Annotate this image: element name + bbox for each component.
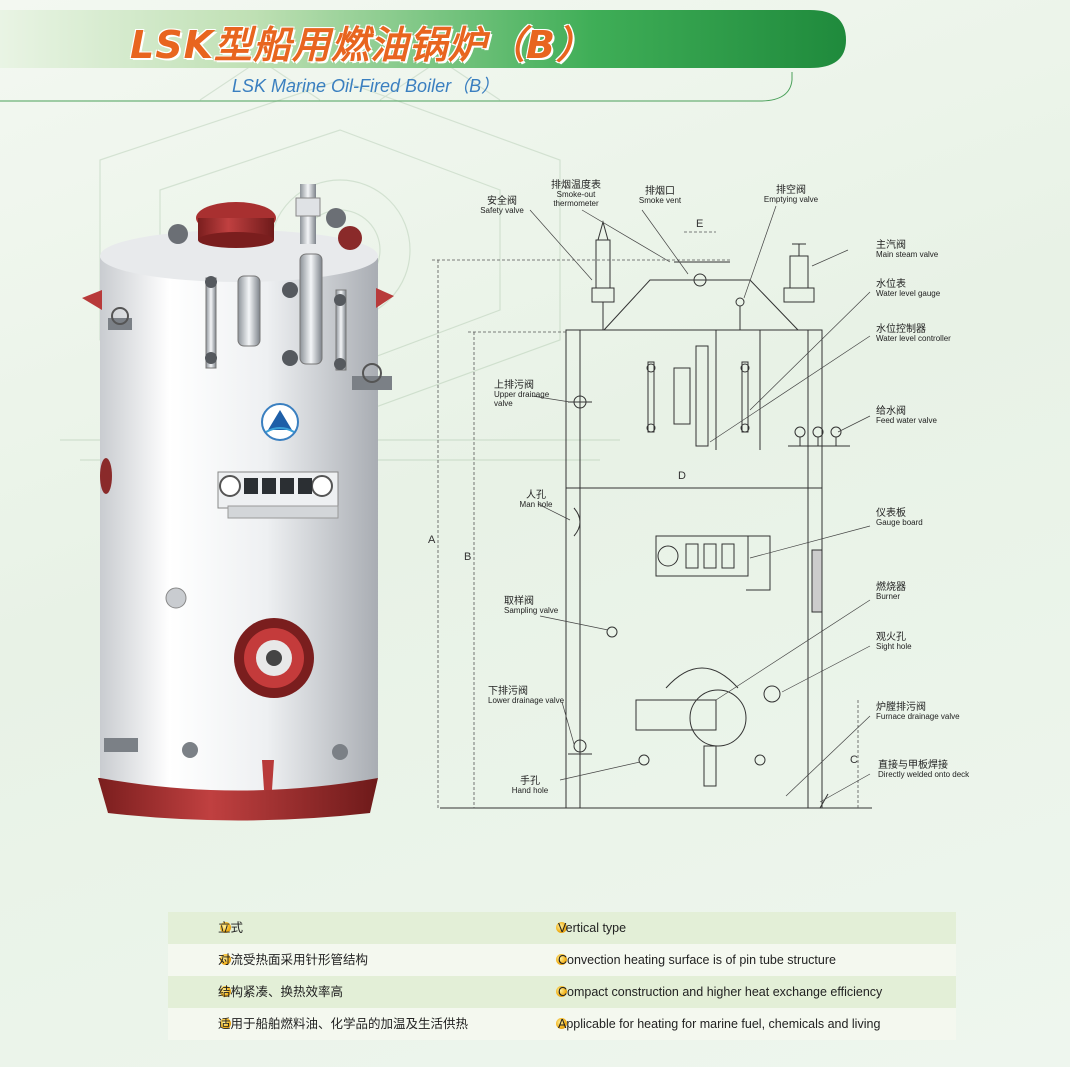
label-welded-deck: 直接与甲板焊接 Directly welded onto deck <box>878 760 970 779</box>
feature-en: Convection heating surface is of pin tub… <box>558 953 836 967</box>
boiler-illustration <box>82 184 394 821</box>
dim-c: C <box>850 754 858 766</box>
label-burner: 燃烧器 Burner <box>876 582 906 601</box>
dim-e: E <box>696 218 704 230</box>
label-man-hole: 人孔 Man hole <box>519 490 553 509</box>
feature-cn: 结构紧凑、换热效率高 <box>218 984 344 999</box>
feature-cn: 适用于船舶燃料油、化学品的加温及生活供热 <box>218 1016 469 1031</box>
label-feed-water-valve: 给水阀 Feed water valve <box>876 406 937 425</box>
bullet-icon <box>556 954 567 965</box>
feature-row: 结构紧凑、换热效率高 Compact construction and high… <box>168 976 956 1008</box>
label-emptying-valve: 排空阀 Emptying valve <box>763 185 819 204</box>
feature-cn: 立式 <box>218 920 244 935</box>
header-underline <box>0 72 793 102</box>
dim-a: A <box>428 534 436 546</box>
bullet-icon <box>556 986 567 997</box>
label-water-level-gauge: 水位表 Water level gauge <box>876 279 941 298</box>
boiler-line-drawing <box>432 205 872 809</box>
feature-row: 对流受热面采用针形管结构 Convection heating surface … <box>168 944 956 976</box>
label-water-level-controller: 水位控制器 Water level controller <box>876 324 951 343</box>
bullet-icon <box>556 922 567 933</box>
label-upper-drainage-valve: 上排污阀 Upper drainage valve <box>494 380 550 408</box>
feature-row: 立式 Vertical type <box>168 912 956 944</box>
feature-en: Applicable for heating for marine fuel, … <box>558 1017 881 1031</box>
label-smoke-vent: 排烟口 Smoke vent <box>638 186 682 205</box>
bullet-icon <box>556 1018 567 1029</box>
label-sampling-valve: 取样阀 Sampling valve <box>504 596 559 615</box>
feature-en: Compact construction and higher heat exc… <box>558 985 883 999</box>
label-sight-hole: 观火孔 Sight hole <box>876 632 912 651</box>
dim-b: B <box>464 551 472 563</box>
feature-en: Vertical type <box>558 921 627 935</box>
label-furnace-drainage-valve: 炉膛排污阀 Furnace drainage valve <box>876 702 960 721</box>
label-gauge-board: 仪表板 Gauge board <box>876 508 923 527</box>
feature-cn: 对流受热面采用针形管结构 <box>218 952 369 967</box>
label-main-steam-valve: 主汽阀 Main steam valve <box>876 240 939 259</box>
bullet-icon <box>220 986 231 997</box>
page-subtitle: LSK Marine Oil-Fired Boiler（B） <box>232 76 500 96</box>
page-title: LSK型船用燃油锅炉（B） <box>130 23 595 67</box>
bullet-icon <box>220 922 231 933</box>
header-banner <box>0 10 846 68</box>
bullet-icon <box>220 954 231 965</box>
label-hand-hole: 手孔 Hand hole <box>511 776 549 795</box>
dim-d: D <box>678 470 686 482</box>
feature-row: 适用于船舶燃料油、化学品的加温及生活供热 Applicable for heat… <box>168 1008 956 1040</box>
bullet-icon <box>220 1018 231 1029</box>
label-safety-valve: 安全阀 Safety valve <box>480 196 524 215</box>
feature-list: 立式 Vertical type 对流受热面采用针形管结构 Convection… <box>168 912 956 1040</box>
label-smoke-thermometer: 排烟温度表 Smoke-out thermometer <box>551 180 601 208</box>
label-lower-drainage-valve: 下排污阀 Lower drainage valve <box>488 686 565 705</box>
